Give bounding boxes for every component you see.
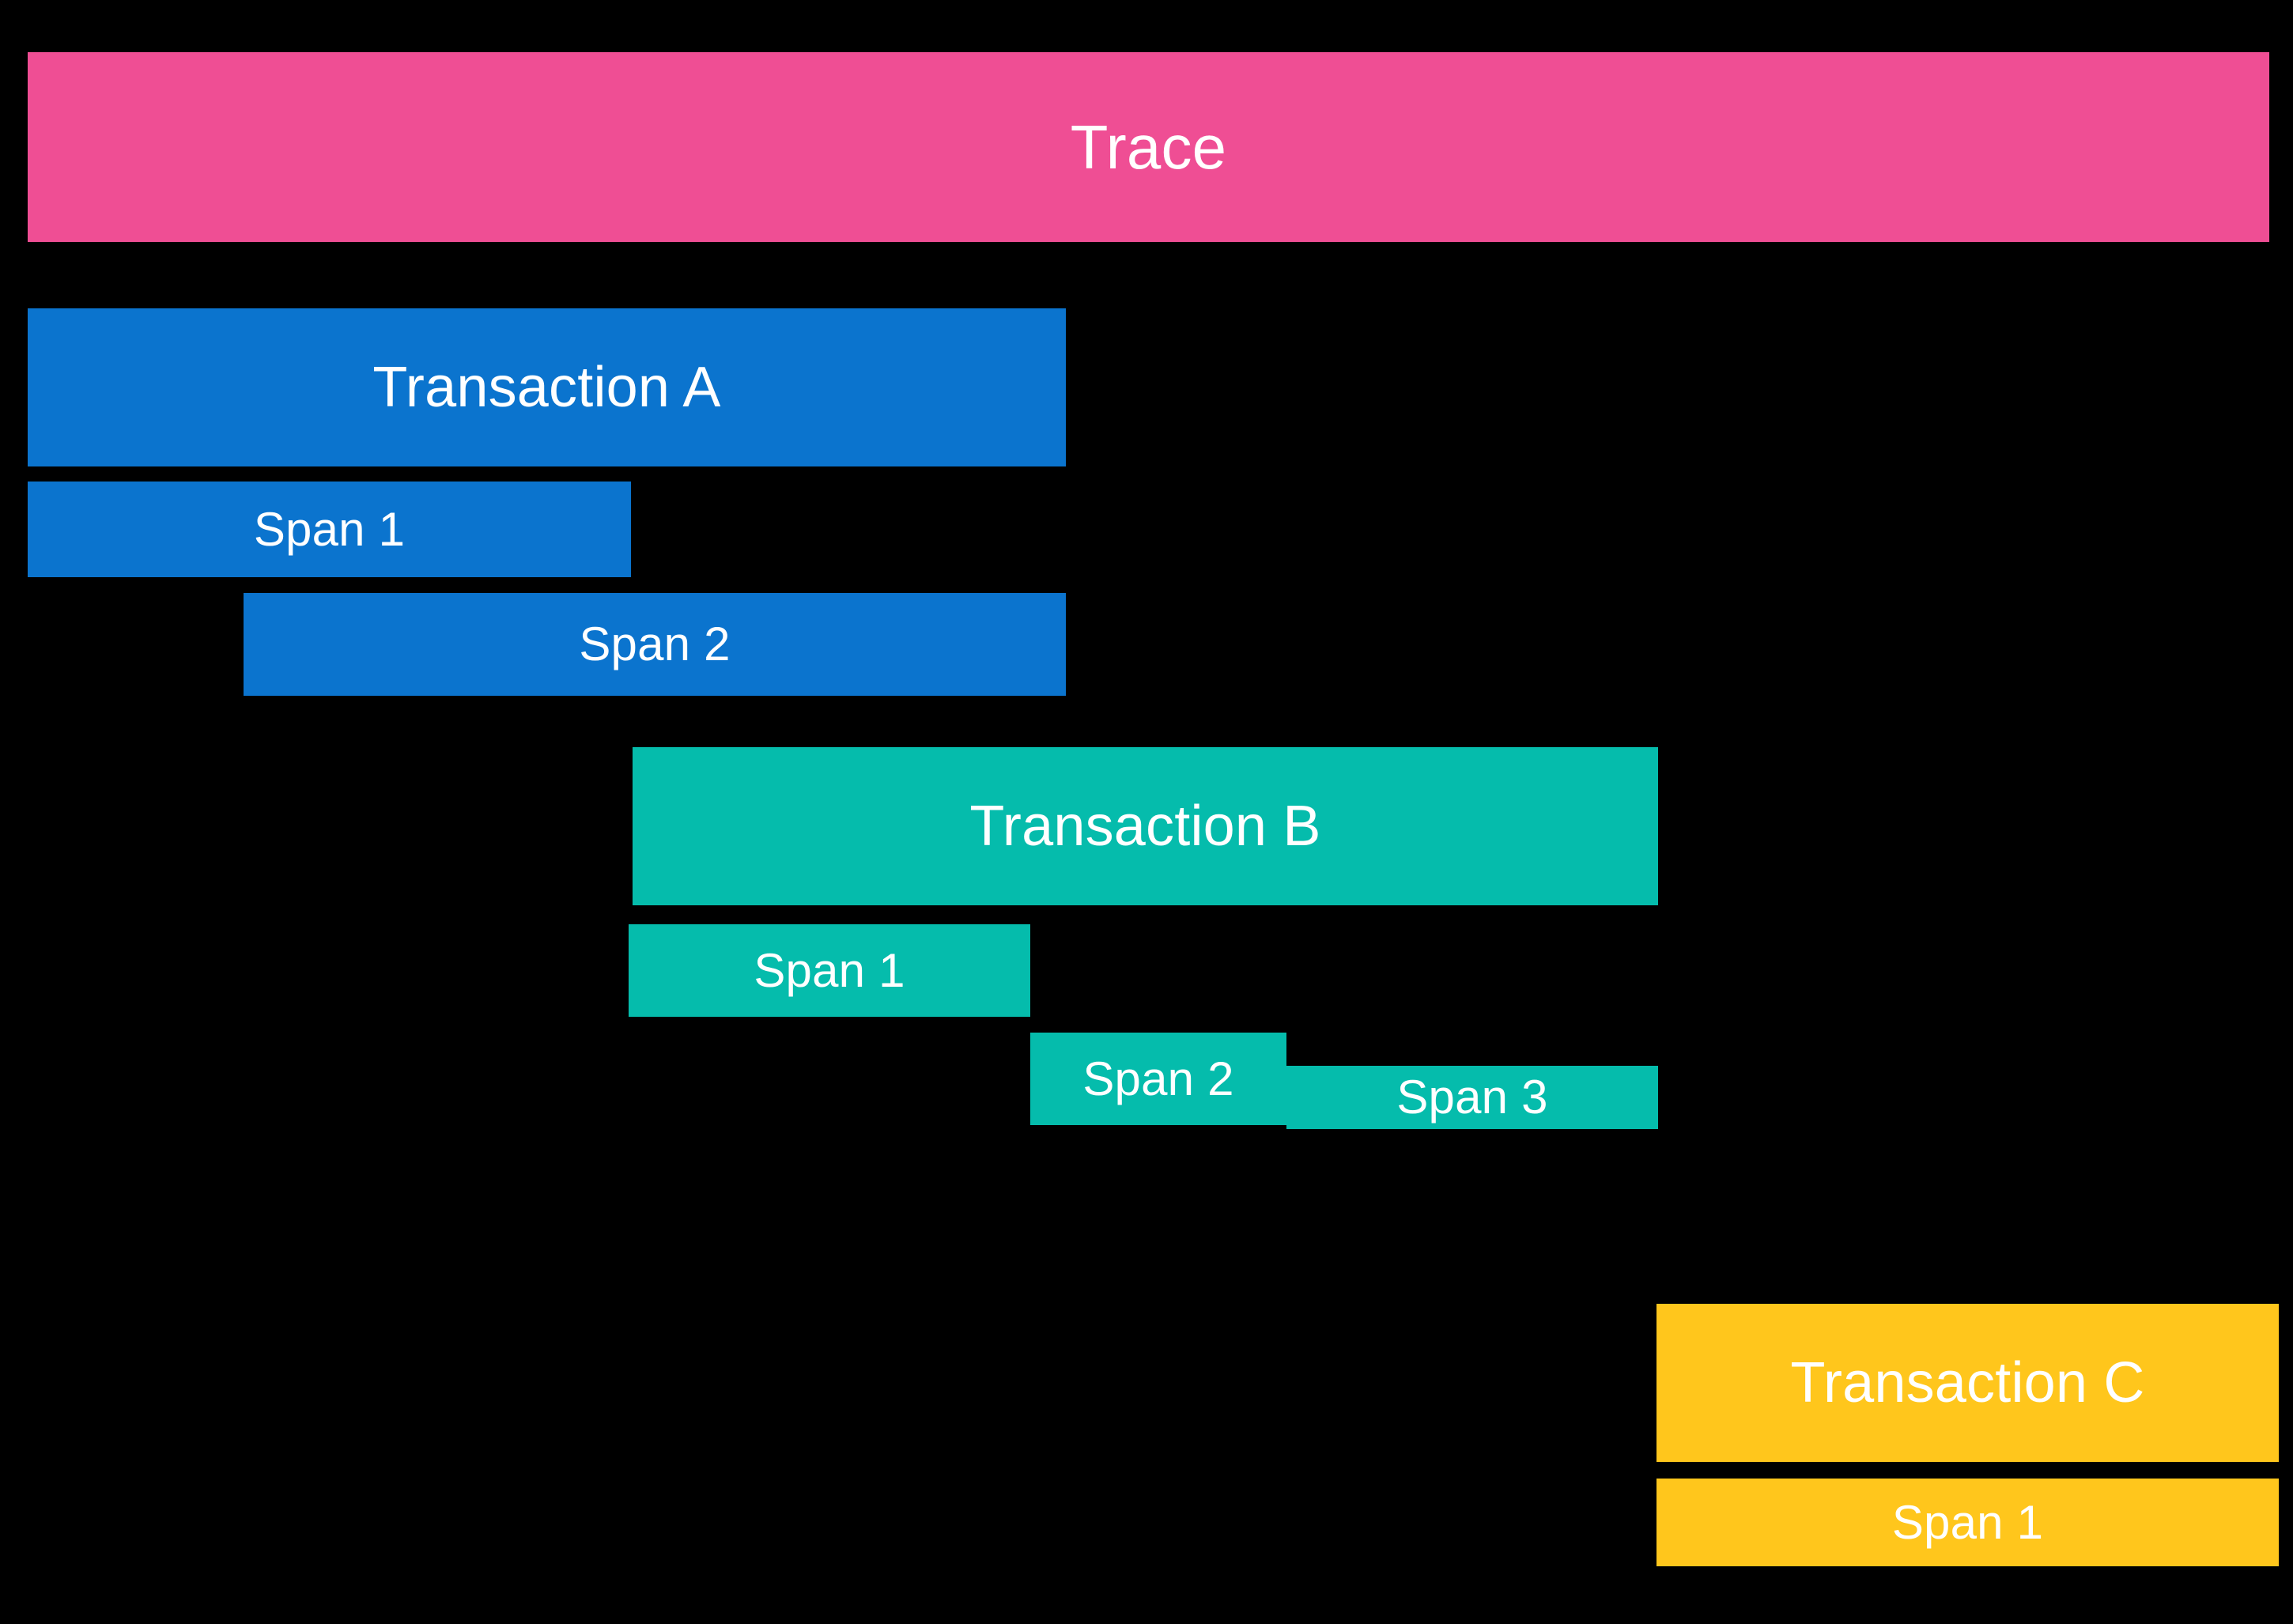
bar-label-transaction-b-span-3: Span 3 [1396,1071,1548,1124]
bar-label-transaction-a: Transaction A [372,356,721,419]
bar-trace[interactable]: Trace [28,52,2269,242]
bar-label-transaction-b-span-2: Span 2 [1082,1052,1234,1105]
bar-label-transaction-c-span-1: Span 1 [1891,1495,2044,1549]
bar-label-transaction-a-span-1: Span 1 [253,502,406,556]
bar-transaction-b-span-2[interactable]: Span 2 [1030,1033,1286,1125]
bar-transaction-c[interactable]: Transaction C [1656,1304,2279,1462]
bar-transaction-b[interactable]: Transaction B [633,747,1658,905]
bar-label-transaction-b: Transaction B [969,795,1321,858]
bar-transaction-b-span-1[interactable]: Span 1 [629,924,1030,1017]
bar-transaction-a-span-1[interactable]: Span 1 [28,482,631,577]
bar-transaction-a[interactable]: Transaction A [28,308,1066,466]
bar-label-transaction-a-span-2: Span 2 [579,617,731,670]
bar-transaction-a-span-2[interactable]: Span 2 [244,593,1066,696]
bar-label-transaction-c: Transaction C [1790,1351,2145,1414]
bar-label-transaction-b-span-1: Span 1 [754,943,905,997]
bar-transaction-b-span-3[interactable]: Span 3 [1286,1066,1658,1129]
bar-transaction-c-span-1[interactable]: Span 1 [1656,1479,2279,1566]
bar-label-trace: Trace [1070,112,1227,182]
